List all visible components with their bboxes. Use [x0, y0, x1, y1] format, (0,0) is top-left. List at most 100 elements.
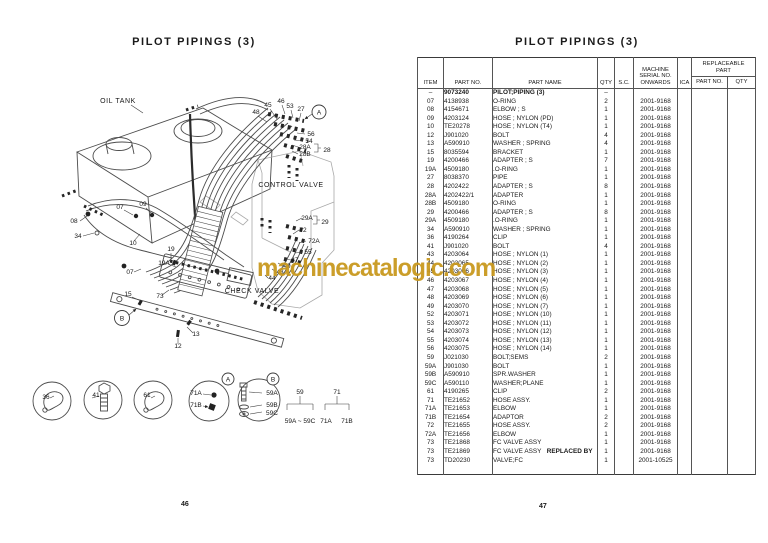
- table-cell: 2001-9168: [633, 294, 678, 303]
- diagram-label: 61: [143, 392, 151, 399]
- table-cell: [677, 294, 692, 303]
- left-page-number: 46: [181, 501, 189, 508]
- table-cell: 2001-9168: [633, 311, 678, 320]
- table-cell: [691, 328, 728, 337]
- table-cell: HOSE ; NYLON (7): [492, 302, 598, 312]
- table-cell: HOSE ; NYLON (13): [492, 336, 598, 346]
- table-cell: [727, 302, 756, 312]
- table-cell: [614, 439, 634, 448]
- table-cell: [691, 405, 728, 414]
- table-cell: [614, 268, 634, 278]
- table-cell: [614, 106, 634, 115]
- table-cell: [677, 328, 692, 337]
- table-cell: 4203075: [443, 345, 493, 354]
- table-cell: [614, 422, 634, 431]
- diagram-label: 28B: [299, 151, 311, 158]
- table-cell: 2001-9168: [633, 430, 678, 440]
- table-cell: 1: [597, 405, 615, 414]
- table-cell: TE21654: [443, 413, 493, 423]
- table-cell: 2001-9168: [633, 413, 678, 423]
- table-cell: 1: [597, 217, 615, 226]
- table-cell: FC VALVE ASSY: [492, 439, 598, 448]
- table-cell: 2001-9168: [633, 148, 678, 158]
- table-cell: 1: [597, 277, 615, 286]
- table-cell: [614, 88, 634, 98]
- table-cell: 61: [417, 388, 444, 397]
- table-cell: [633, 88, 678, 98]
- table-cell: 2001-9168: [633, 165, 678, 175]
- table-cell: [691, 123, 728, 132]
- lower-port-fittings: [253, 300, 303, 320]
- table-cell: 19A: [417, 165, 444, 175]
- table-cell: 19: [417, 157, 444, 166]
- diagram-label: 47: [291, 257, 299, 264]
- diagram-label: 56: [307, 131, 315, 138]
- table-cell: [727, 88, 756, 98]
- hose-bundle-lower: [257, 239, 317, 308]
- table-cell: 2001-9168: [633, 362, 678, 372]
- table-cell: [727, 165, 756, 175]
- table-cell: TE20278: [443, 123, 493, 132]
- table-cell: 2: [597, 422, 615, 431]
- oil-tank: [75, 107, 274, 244]
- table-cell: 4190264: [443, 234, 493, 243]
- table-cell: [614, 388, 634, 397]
- table-cell: .O-RING: [492, 165, 598, 175]
- table-cell: [677, 174, 692, 184]
- table-cell: [614, 456, 634, 466]
- diagram-label: 55: [304, 249, 312, 256]
- leader-lines: [79, 104, 321, 344]
- diagram-label: 28A: [299, 144, 311, 151]
- table-cell: 1: [597, 225, 615, 235]
- diagram-label: 59A: [266, 390, 278, 397]
- table-cell: [727, 379, 756, 389]
- table-cell: CLIP: [492, 388, 598, 397]
- table-cell: 2001-9168: [633, 106, 678, 115]
- table-cell: 2001-9168: [633, 114, 678, 124]
- table-filler-row: [417, 465, 756, 475]
- left-page-title: PILOT PIPINGS (3): [132, 36, 256, 48]
- table-cell: [677, 114, 692, 124]
- table-cell: [677, 268, 692, 278]
- table-cell: 2001-9168: [633, 405, 678, 414]
- table-cell: HOSE ASSY.: [492, 396, 598, 406]
- table-cell: 27: [417, 174, 444, 184]
- table-cell: WASHER ; SPRING: [492, 225, 598, 235]
- table-cell: 48: [417, 294, 444, 303]
- table-cell: [614, 217, 634, 226]
- hose-bundle-upper: [145, 107, 297, 294]
- table-cell: [691, 259, 728, 269]
- table-cell: 2001-9168: [633, 447, 678, 457]
- table-cell: [727, 294, 756, 303]
- table-cell: [691, 388, 728, 397]
- detail-badge-circle: [221, 372, 235, 386]
- diagram-label: 72: [299, 227, 307, 234]
- table-cell: 36: [417, 234, 444, 243]
- table-cell: 4203069: [443, 294, 493, 303]
- table-cell: [614, 311, 634, 320]
- table-cell: [691, 200, 728, 209]
- table-cell: 8035594: [443, 148, 493, 158]
- diagram-label: 19A: [158, 260, 170, 267]
- table-cell: 2001-9168: [633, 285, 678, 295]
- table-cell: 4200466: [443, 157, 493, 166]
- table-cell: [691, 294, 728, 303]
- table-cell: [677, 285, 692, 295]
- diagram-label: 59: [296, 389, 304, 396]
- table-cell: [677, 106, 692, 115]
- table-cell: 12: [417, 131, 444, 141]
- table-cell: [691, 345, 728, 354]
- table-cell: 1: [597, 345, 615, 354]
- table-cell: 4203068: [443, 285, 493, 295]
- diagram-label: 59B: [266, 402, 278, 409]
- table-cell: 2001-9168: [633, 388, 678, 397]
- table-cell: [727, 336, 756, 346]
- table-cell: [614, 277, 634, 286]
